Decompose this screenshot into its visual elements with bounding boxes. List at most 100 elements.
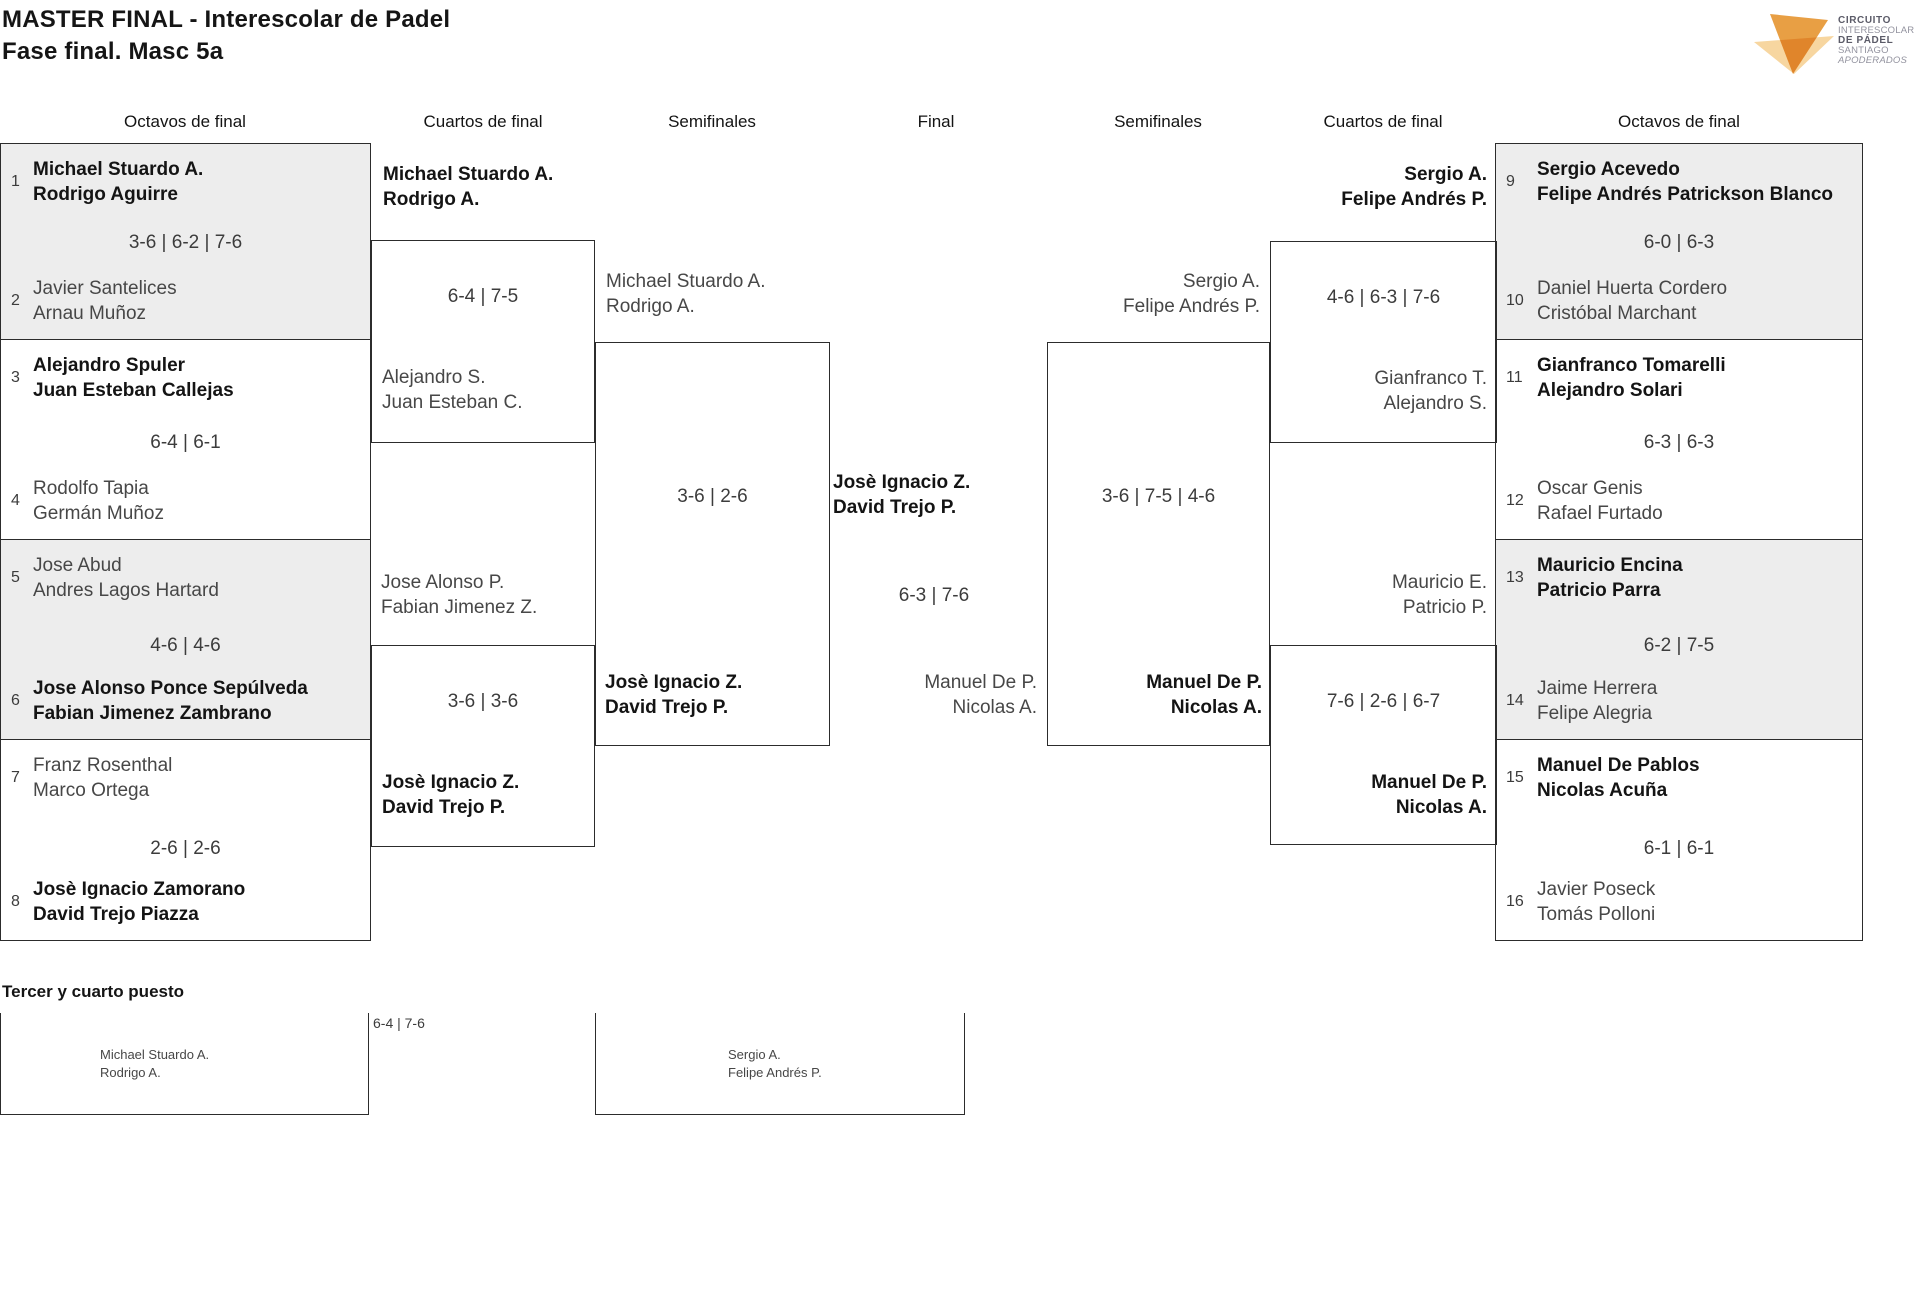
player-name: Jose Alonso P. <box>381 572 505 593</box>
match-score: 2-6 | 2-6 <box>150 838 221 859</box>
semifinal-right-top-team: Sergio A. Felipe Andrés P. <box>1123 269 1260 319</box>
match-box-octavos-5-6: 5 Jose Abud Andres Lagos Hartard 4-6 | 4… <box>0 539 371 740</box>
player-name: Alejandro Spuler <box>33 355 186 376</box>
match-box-cuartos-left-1: 6-4 | 7-5 <box>371 240 595 443</box>
semifinal-left-bottom-team: Josè Ignacio Z. David Trejo P. <box>605 670 742 720</box>
logo-wordmark: CIRCUITO INTERESCOLAR DE PÁDEL SANTIAGO … <box>1838 16 1914 66</box>
player-name: Rodrigo A. <box>606 296 695 317</box>
player-name: Rodrigo A. <box>383 189 480 210</box>
match-score: 7-6 | 2-6 | 6-7 <box>1326 691 1441 712</box>
third-place-heading: Tercer y cuarto puesto <box>2 982 185 1001</box>
seed-number: 4 <box>11 492 20 509</box>
logo-line-5: APODERADOS <box>1838 55 1908 66</box>
seed-number: 1 <box>11 173 20 190</box>
team-seed-2: 2 Javier Santelices Arnau Muñoz <box>11 276 177 326</box>
player-name: Jose Alonso Ponce Sepúlveda <box>33 678 308 699</box>
cuartos-left-1-top-team: Michael Stuardo A. Rodrigo A. <box>383 162 553 212</box>
player-name: Manuel De Pablos <box>1537 755 1700 776</box>
player-name: Michael Stuardo A. <box>383 164 554 185</box>
page-title-line2: Fase final. Masc 5a <box>2 38 224 65</box>
player-name: Sergio A. <box>728 1047 781 1062</box>
player-name: Michael Stuardo A. <box>33 159 204 180</box>
final-bottom-team: Manuel De P. Nicolas A. <box>924 670 1037 720</box>
final-score: 6-3 | 7-6 <box>898 585 970 606</box>
circuito-logo: CIRCUITO INTERESCOLAR DE PÁDEL SANTIAGO … <box>1750 10 1920 80</box>
player-name: David Trejo Piazza <box>33 904 199 925</box>
player-name: Juan Esteban Callejas <box>33 380 234 401</box>
cuartos-right-2-bottom-team: Manuel De P. Nicolas A. <box>1371 770 1487 820</box>
player-name: Oscar Genis <box>1537 478 1643 499</box>
player-name: Felipe Andrés P. <box>1123 296 1260 317</box>
match-score: 6-4 | 7-5 <box>447 286 519 307</box>
player-name: Gianfranco T. <box>1374 368 1487 389</box>
player-name: Rafael Furtado <box>1537 503 1663 524</box>
player-name: Rodrigo A. <box>100 1065 161 1080</box>
player-name: Mauricio Encina <box>1537 555 1683 576</box>
team-seed-13: 13 Mauricio Encina Patricio Parra <box>1506 553 1683 603</box>
team-seed-14: 14 Jaime Herrera Felipe Alegria <box>1506 676 1657 726</box>
seed-number: 14 <box>1506 692 1524 709</box>
match-box-octavos-9-10: 9 Sergio Acevedo Felipe Andrés Patrickso… <box>1495 143 1863 340</box>
player-name: Patricio P. <box>1402 597 1487 618</box>
match-box-octavos-11-12: 11 Gianfranco Tomarelli Alejandro Solari… <box>1495 339 1863 540</box>
team-seed-6: 6 Jose Alonso Ponce Sepúlveda Fabian Jim… <box>11 676 308 726</box>
logo-line-2: INTERESCOLAR <box>1838 25 1915 36</box>
logo-line-3: DE PÁDEL <box>1838 35 1894 46</box>
player-name: Daniel Huerta Cordero <box>1537 278 1728 299</box>
seed-number: 6 <box>11 692 20 709</box>
match-score: 6-0 | 6-3 <box>1643 232 1715 253</box>
third-place-box-right <box>595 1013 965 1115</box>
cuartos-right-1-top-team: Sergio A. Felipe Andrés P. <box>1341 162 1487 212</box>
match-score: 6-2 | 7-5 <box>1643 635 1715 656</box>
player-name: Rodolfo Tapia <box>33 478 149 499</box>
player-name: Michael Stuardo A. <box>606 271 766 292</box>
player-name: Patricio Parra <box>1537 580 1661 601</box>
player-name: Josè Ignacio Z. <box>833 472 971 493</box>
seed-number: 8 <box>11 893 20 910</box>
player-name: Javier Santelices <box>33 278 177 299</box>
player-name: Franz Rosenthal <box>33 755 173 776</box>
match-box-octavos-15-16: 15 Manuel De Pablos Nicolas Acuña 6-1 | … <box>1495 739 1863 941</box>
seed-number: 12 <box>1506 492 1524 509</box>
match-score: 4-6 | 6-3 | 7-6 <box>1326 287 1441 308</box>
player-name: Juan Esteban C. <box>382 392 523 413</box>
cuartos-left-2-bottom-team: Josè Ignacio Z. David Trejo P. <box>382 770 519 820</box>
player-name: Jaime Herrera <box>1537 678 1658 699</box>
seed-number: 5 <box>11 569 20 586</box>
player-name: Fabian Jimenez Zambrano <box>33 703 272 724</box>
round-header-semis-right: Semifinales <box>1114 112 1202 131</box>
seed-number: 3 <box>11 369 20 386</box>
round-header-octavos-left: Octavos de final <box>124 112 246 131</box>
player-name: Alejandro Solari <box>1537 380 1683 401</box>
final-top-team: Josè Ignacio Z. David Trejo P. <box>833 470 970 520</box>
team-seed-4: 4 Rodolfo Tapia Germán Muñoz <box>11 476 164 526</box>
player-name: Mauricio E. <box>1391 572 1487 593</box>
match-box-octavos-7-8: 7 Franz Rosenthal Marco Ortega 2-6 | 2-6… <box>0 739 371 941</box>
player-name: Michael Stuardo A. <box>100 1047 210 1062</box>
match-score: 3-6 | 6-2 | 7-6 <box>128 232 243 253</box>
player-name: Arnau Muñoz <box>33 303 147 324</box>
player-name: Germán Muñoz <box>33 503 164 524</box>
player-name: Felipe Alegria <box>1537 703 1653 724</box>
player-name: Alejandro S. <box>1383 393 1487 414</box>
seed-number: 15 <box>1506 769 1524 786</box>
semifinal-right-bottom-team: Manuel De P. Nicolas A. <box>1146 670 1262 720</box>
team-seed-1: 1 Michael Stuardo A. Rodrigo Aguirre <box>11 157 203 207</box>
player-name: Sergio Acevedo <box>1537 159 1680 180</box>
player-name: Marco Ortega <box>33 780 150 801</box>
player-name: David Trejo P. <box>833 497 957 518</box>
seed-number: 2 <box>11 292 20 309</box>
player-name: Andres Lagos Hartard <box>33 580 219 601</box>
player-name: Nicolas A. <box>1170 697 1262 718</box>
player-name: Josè Ignacio Z. <box>382 772 520 793</box>
player-name: Manuel De P. <box>1146 672 1262 693</box>
team-seed-8: 8 Josè Ignacio Zamorano David Trejo Piaz… <box>11 877 245 927</box>
player-name: Nicolas A. <box>1395 797 1487 818</box>
page-title-line1: MASTER FINAL - Interescolar de Padel <box>2 6 451 33</box>
player-name: David Trejo P. <box>382 797 506 818</box>
match-score: 3-6 | 2-6 <box>677 486 748 507</box>
match-box-octavos-13-14: 13 Mauricio Encina Patricio Parra 6-2 | … <box>1495 539 1863 740</box>
team-seed-11: 11 Gianfranco Tomarelli Alejandro Solari <box>1506 353 1726 403</box>
team-seed-10: 10 Daniel Huerta Cordero Cristóbal March… <box>1506 276 1727 326</box>
player-name: Sergio A. <box>1182 271 1260 292</box>
